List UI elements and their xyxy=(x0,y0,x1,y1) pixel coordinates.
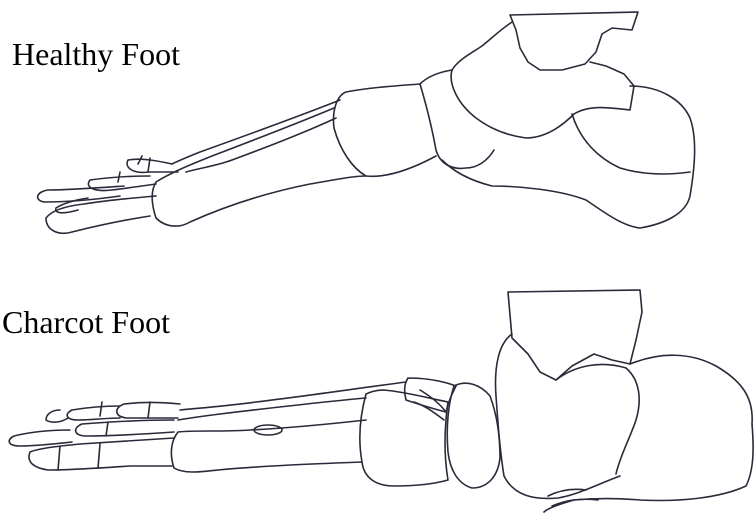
charcot-phalanx-4 xyxy=(67,406,120,420)
healthy-talus xyxy=(451,22,634,138)
healthy-metatarsal-3 xyxy=(186,118,336,172)
charcot-navicular xyxy=(447,383,500,488)
charcot-calcaneus xyxy=(544,355,753,512)
charcot-phalanx-tip xyxy=(46,410,68,422)
healthy-metatarsal-2 xyxy=(172,100,340,164)
healthy-tibia xyxy=(510,12,638,70)
charcot-foot-illustration xyxy=(9,290,753,512)
healthy-foot-illustration xyxy=(38,12,695,233)
healthy-navicular xyxy=(420,70,494,168)
charcot-phalanx-5 xyxy=(9,430,72,446)
charcot-talus-inner xyxy=(556,364,639,474)
charcot-phalanx-3 xyxy=(76,420,174,436)
charcot-cuneiform xyxy=(360,390,448,486)
charcot-talus xyxy=(496,334,620,498)
charcot-metatarsal-3 xyxy=(178,398,366,420)
healthy-calcaneus-inner xyxy=(572,114,690,174)
charcot-metatarsal-1 xyxy=(171,420,366,472)
charcot-phalanx-big-toe xyxy=(29,438,174,470)
healthy-phalanx-2 xyxy=(127,159,178,172)
healthy-cuneiform xyxy=(334,84,437,176)
healthy-calcaneus xyxy=(442,86,695,228)
